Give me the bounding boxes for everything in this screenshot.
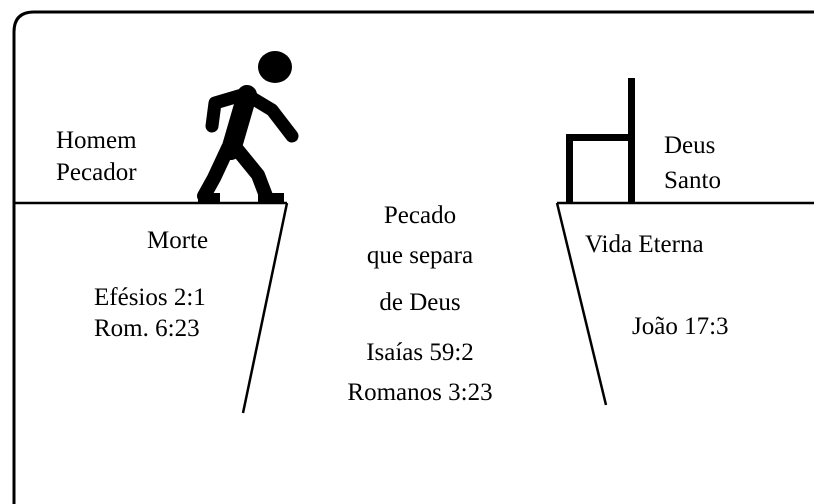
middle-ref1: Isaías 59:2 [366, 339, 474, 366]
left-title-line1: Homem [56, 127, 137, 154]
right-cliff [555, 201, 814, 406]
frame-border [12, 10, 814, 504]
walking-man-icon [197, 51, 299, 203]
left-cliff-edge [241, 202, 289, 414]
right-state-label: Vida Eterna [585, 231, 704, 258]
chair-icon [566, 78, 635, 203]
left-ref1: Efésios 2:1 [94, 284, 206, 311]
middle-ref2: Romanos 3:23 [347, 379, 493, 406]
left-title-line2: Pecador [56, 159, 137, 186]
left-cliff [14, 201, 289, 414]
right-title-line1: Deus [664, 132, 716, 159]
right-cliff-edge [555, 202, 608, 406]
right-ref1: João 17:3 [632, 313, 729, 340]
left-ref2: Rom. 6:23 [94, 315, 200, 342]
middle-line3: de Deus [379, 289, 461, 316]
middle-line1: Pecado [383, 202, 457, 229]
left-state-label: Morte [147, 227, 209, 254]
middle-line2: que separa [366, 242, 474, 269]
right-title-line2: Santo [664, 167, 721, 194]
